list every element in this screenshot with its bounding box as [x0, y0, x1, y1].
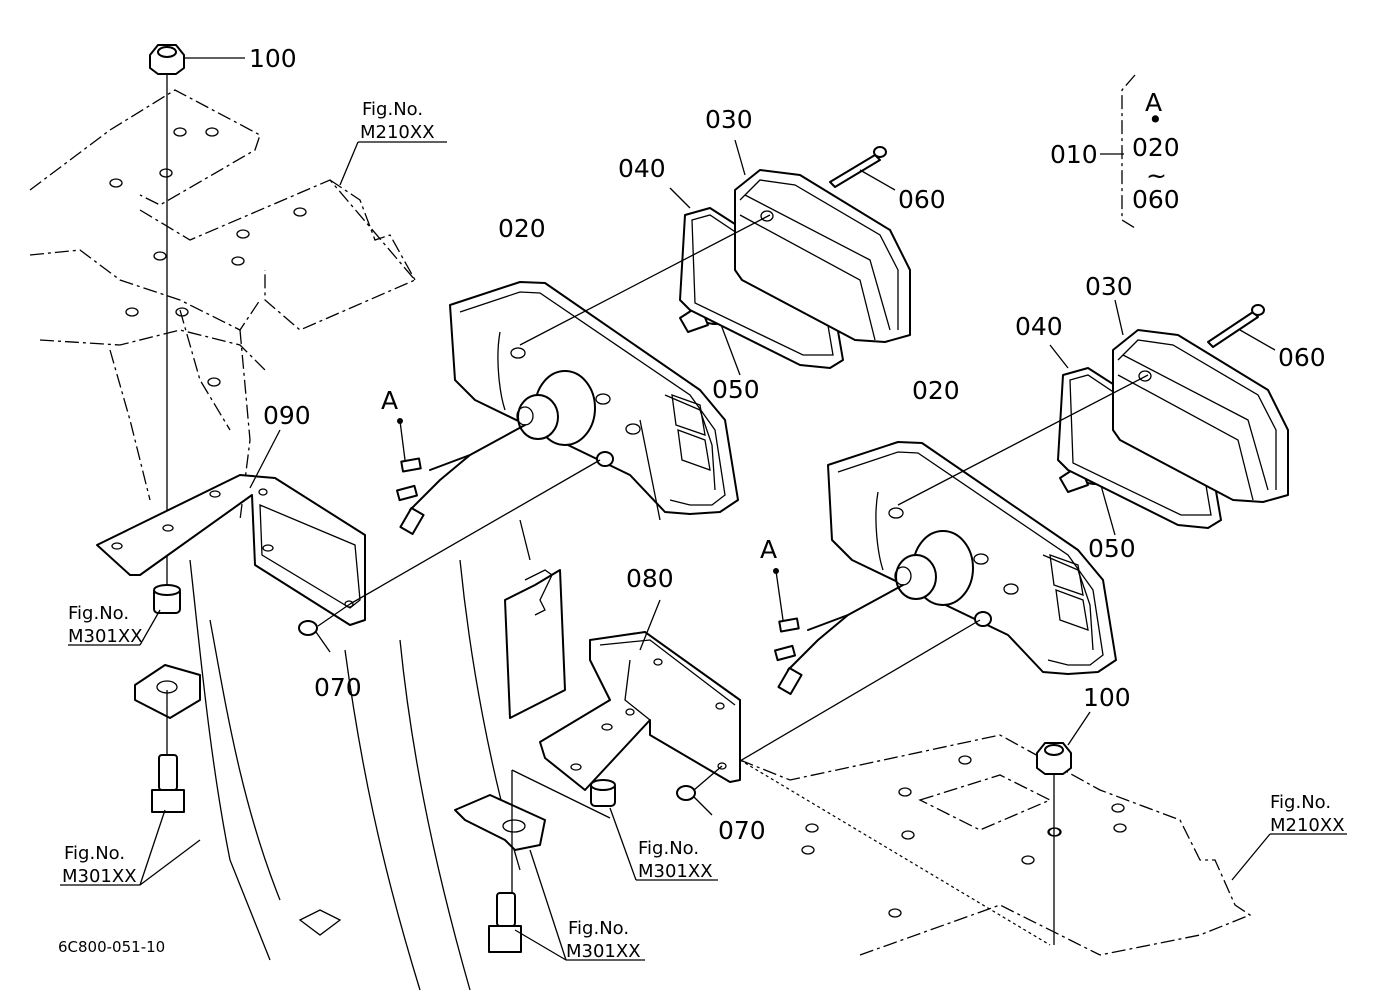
- figref-m210-top: M210XX: [360, 122, 435, 143]
- label-100-right: 100: [1083, 683, 1131, 712]
- plate-center: [504, 569, 566, 719]
- screw-070-right: [676, 765, 723, 816]
- label-assembly-a: A: [1145, 88, 1162, 117]
- label-030-right: 030: [1085, 272, 1133, 301]
- label-assembly-dot: •: [1148, 105, 1163, 134]
- label-assembly-010: 010: [1050, 140, 1098, 169]
- grommet-left: [153, 584, 181, 614]
- label-assembly-060: 060: [1132, 185, 1180, 214]
- bolt-left: [151, 690, 185, 813]
- figref-m301-bottom: M301XX: [566, 941, 641, 962]
- label-assembly-020: 020: [1132, 133, 1180, 162]
- screw-060-right: [1207, 304, 1276, 351]
- figref-label-m301-bottom: Fig.No.: [568, 918, 629, 939]
- figref-m210-right: M210XX: [1270, 815, 1345, 836]
- label-050-right: 050: [1088, 534, 1136, 563]
- figref-m301-left-bottom: M301XX: [62, 866, 137, 887]
- lens-030-right: [1112, 299, 1289, 503]
- chassis-frame-left: [29, 89, 417, 521]
- label-assembly-tilde: ~: [1146, 161, 1167, 190]
- wire-harness-right: [773, 568, 904, 696]
- screw-060-left: [829, 146, 896, 191]
- bracket-080: [539, 599, 741, 791]
- label-070-right: 070: [718, 816, 766, 845]
- figref-leaders: [60, 141, 1347, 961]
- bolt-center: [488, 892, 522, 953]
- leader-bracket-lamp-right: [727, 619, 981, 769]
- label-100-top: 100: [249, 44, 297, 73]
- label-060-left: 060: [898, 185, 946, 214]
- lamp-housing-020-right: [827, 441, 1117, 675]
- chassis-holes-left: [109, 127, 307, 387]
- assembly-brace: [1100, 74, 1136, 229]
- label-connector-a-left: A: [381, 386, 398, 415]
- leader-lamp-lens-right: [897, 374, 1149, 506]
- label-080: 080: [626, 564, 674, 593]
- label-070-left: 070: [314, 673, 362, 702]
- leader-bracket-lamp-left: [349, 459, 601, 605]
- leader-lamp-lens-left: [519, 214, 771, 346]
- figref-label-m301-left-mid: Fig.No.: [68, 603, 129, 624]
- bracket-090: [96, 429, 366, 626]
- chassis-frame-right: [739, 734, 1252, 956]
- figref-label-m301-left-bottom: Fig.No.: [64, 843, 125, 864]
- figref-label-m210-top: Fig.No.: [362, 99, 423, 120]
- label-090: 090: [263, 401, 311, 430]
- figref-m301-center: M301XX: [638, 861, 713, 882]
- figref-label-m210-right: Fig.No.: [1270, 792, 1331, 813]
- label-connector-a-right: A: [760, 535, 777, 564]
- grommet-center: [590, 779, 616, 807]
- figref-label-m301-center: Fig.No.: [638, 838, 699, 859]
- label-020-left: 020: [498, 214, 546, 243]
- nut-100-right: [1036, 711, 1091, 945]
- lamp-housing-020-left: [449, 281, 739, 521]
- label-020-right: 020: [912, 376, 960, 405]
- figref-m301-left-mid: M301XX: [68, 626, 143, 647]
- spacer-plate-center: [454, 769, 611, 895]
- screw-070-left: [298, 603, 351, 653]
- wire-harness-left: [396, 418, 526, 536]
- nut-100-top: [149, 44, 245, 585]
- label-050-left: 050: [712, 375, 760, 404]
- label-040-right: 040: [1015, 312, 1063, 341]
- drawing-code: 6C800-051-10: [58, 938, 165, 956]
- label-040-left: 040: [618, 154, 666, 183]
- label-060-right: 060: [1278, 343, 1326, 372]
- lens-030-left: [734, 139, 911, 343]
- label-030-left: 030: [705, 105, 753, 134]
